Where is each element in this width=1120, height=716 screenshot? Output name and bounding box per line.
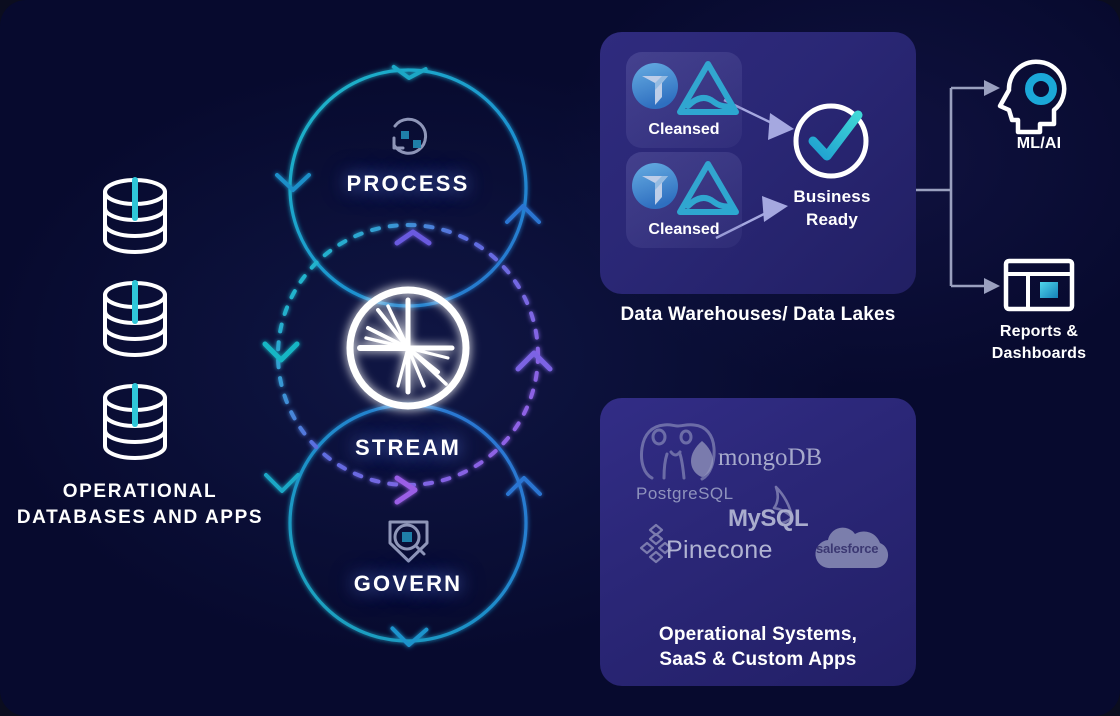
databricks-delta-icon-2 — [677, 161, 739, 215]
process-output-lines — [468, 122, 642, 216]
data-warehouse-panel-title: Data Warehouses/ Data Lakes — [620, 304, 896, 325]
stream-arrow-right — [515, 350, 553, 372]
postgresql-wordmark: PostgreSQL — [636, 484, 734, 503]
operational-databases-caption-line2: DATABASES AND APPS — [16, 507, 264, 528]
ml-ai-label: ML/AI — [1016, 135, 1062, 152]
check-circle-icon — [793, 103, 869, 179]
cleansed-card-2[interactable]: Cleansed — [626, 152, 742, 248]
salesforce-wordmark: salesforce — [816, 541, 879, 556]
stream-arrow-bottom — [394, 475, 418, 505]
process-label: PROCESS — [346, 171, 470, 196]
stream-label: STREAM — [354, 435, 462, 460]
mongodb-leaf-icon — [691, 441, 713, 477]
databricks-delta-icon-1 — [677, 61, 739, 115]
database-icon-1 — [103, 177, 167, 254]
mysql-wordmark: MySQL — [728, 505, 809, 532]
govern-label: GOVERN — [353, 571, 463, 596]
snowflake-icon-2 — [632, 163, 678, 209]
salesforce-cloud-icon — [815, 527, 889, 569]
operational-databases-caption-line1: OPERATIONAL — [62, 481, 218, 502]
govern-arrow-bottom — [390, 626, 429, 647]
stream-starburst-logo — [346, 286, 470, 410]
process-arrow-right — [505, 204, 541, 224]
ops-panel-title-line1: Operational Systems, — [658, 624, 858, 645]
ops-panel-title-line2: SaaS & Custom Apps — [659, 649, 857, 670]
output-connectors — [916, 80, 1000, 294]
govern-shield-search-icon — [388, 520, 429, 563]
database-icon-3 — [103, 383, 167, 460]
process-arrow-left — [275, 173, 311, 192]
database-icon-2 — [103, 280, 167, 357]
stream-ring — [262, 223, 553, 505]
business-ready-label-line2: Ready — [805, 210, 859, 229]
govern-arrow-left — [264, 473, 300, 493]
postgresql-logo — [640, 423, 716, 481]
cleansed-card-2-label: Cleansed — [648, 221, 720, 238]
head-ai-icon — [997, 59, 1067, 135]
mongodb-wordmark: mongoDB — [718, 444, 823, 471]
business-ready-label-line1: Business — [793, 187, 871, 206]
reports-label-line1: Reports & — [999, 323, 1079, 340]
govern-output-lines — [468, 462, 642, 580]
mysql-dolphin-icon — [772, 485, 794, 525]
pinecone-wordmark: Pinecone — [666, 536, 773, 564]
process-refresh-icon — [392, 117, 428, 155]
snowflake-icon-1 — [632, 63, 678, 109]
govern-arrow-right — [506, 476, 542, 496]
cleansed-card-1[interactable]: Cleansed — [626, 52, 742, 148]
cleansed-card-1-label: Cleansed — [648, 121, 720, 138]
reports-label-line2: Dashboards — [991, 345, 1087, 362]
dashboard-icon — [1003, 258, 1075, 312]
cleansed-to-ready-arrows — [715, 98, 794, 240]
stream-arrow-left — [262, 341, 300, 363]
database-icons — [103, 177, 167, 460]
pinecone-logo-icon — [639, 523, 673, 564]
stream-arrow-top — [394, 229, 432, 246]
process-arrow-top — [391, 64, 428, 80]
left-input-lines — [148, 311, 302, 400]
